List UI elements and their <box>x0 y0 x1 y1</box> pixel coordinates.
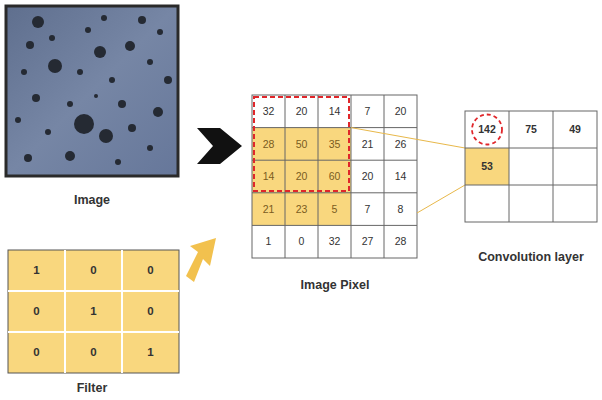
pixel-cell: 28 <box>252 128 285 161</box>
convolution-grid <box>465 111 597 222</box>
filter-cell: 0 <box>8 332 65 373</box>
pixel-cell: 0 <box>285 225 318 258</box>
pixel-cell: 28 <box>384 225 417 258</box>
pixel-cell: 32 <box>252 95 285 128</box>
filter-cell: 0 <box>65 332 122 373</box>
pixel-cell: 32 <box>318 225 351 258</box>
leader-line <box>417 185 465 213</box>
caption-label: Image <box>22 191 162 209</box>
pixel-cell: 7 <box>351 95 384 128</box>
surface-photo <box>6 6 178 176</box>
filter-cell: 0 <box>122 291 179 332</box>
caption-label: Filter <box>22 379 162 397</box>
pixel-cell: 5 <box>318 193 351 226</box>
filter-arrow <box>186 238 216 282</box>
pixel-cell: 23 <box>285 193 318 226</box>
pixel-cell: 20 <box>384 95 417 128</box>
filter-cell: 1 <box>122 332 179 373</box>
filter-cell: 0 <box>65 250 122 291</box>
pixel-grid <box>252 95 417 258</box>
pixel-cell: 21 <box>351 128 384 161</box>
pixel-cell: 27 <box>351 225 384 258</box>
convolution-cell: 53 <box>465 148 509 185</box>
filter-cell: 0 <box>8 291 65 332</box>
pixel-cell: 60 <box>318 160 351 193</box>
filter-cell: 0 <box>122 250 179 291</box>
convolution-cell: 75 <box>509 111 553 148</box>
caption-label: Image Pixel <box>265 276 405 294</box>
pixel-cell: 14 <box>252 160 285 193</box>
pixel-cell: 7 <box>351 193 384 226</box>
filter-cell: 1 <box>65 291 122 332</box>
pixel-cell: 26 <box>384 128 417 161</box>
flow-arrow <box>197 128 242 164</box>
pixel-cell: 21 <box>252 193 285 226</box>
pixel-cell: 20 <box>351 160 384 193</box>
caption-label: Convolution layer <box>461 248 601 266</box>
pixel-cell: 35 <box>318 128 351 161</box>
convolution-cell: 49 <box>553 111 597 148</box>
pixel-cell: 14 <box>384 160 417 193</box>
pixel-cell: 50 <box>285 128 318 161</box>
pixel-cell: 20 <box>285 95 318 128</box>
pixel-cell: 14 <box>318 95 351 128</box>
filter-grid <box>8 250 179 373</box>
pixel-cell: 20 <box>285 160 318 193</box>
filter-cell: 1 <box>8 250 65 291</box>
convolution-cell: 142 <box>465 111 509 148</box>
pixel-cell: 8 <box>384 193 417 226</box>
pixel-cell: 1 <box>252 225 285 258</box>
